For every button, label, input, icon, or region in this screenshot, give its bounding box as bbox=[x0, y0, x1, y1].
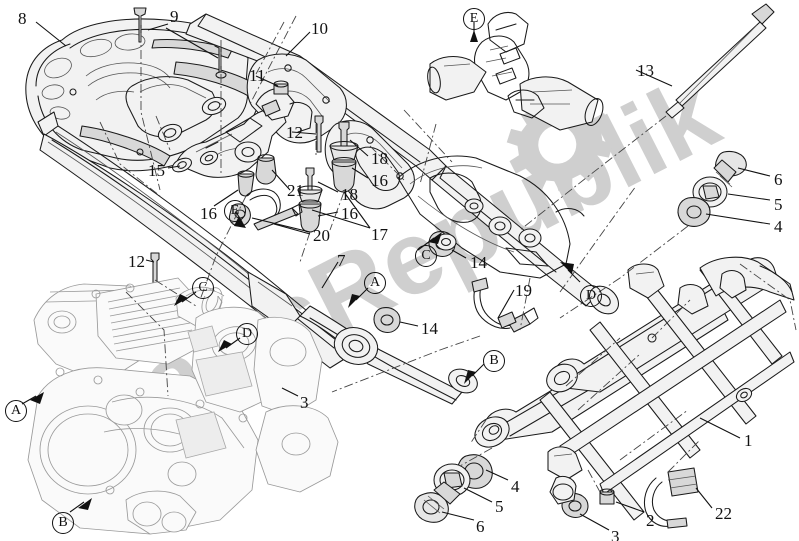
section-marker-c-center: C bbox=[415, 245, 437, 267]
callout-14a: 14 bbox=[470, 253, 487, 272]
callout-15: 15 bbox=[148, 161, 165, 180]
section-marker-c-left: C bbox=[192, 277, 214, 299]
part-21-bushing bbox=[255, 154, 277, 185]
part-1-rear-subframe bbox=[474, 256, 795, 521]
callout-5a: 5 bbox=[774, 195, 783, 214]
callout-21: 21 bbox=[287, 181, 304, 200]
callout-7: 7 bbox=[337, 251, 346, 270]
callout-5b: 5 bbox=[495, 497, 504, 516]
callout-8: 8 bbox=[18, 9, 27, 28]
detail-E-handlebar bbox=[427, 11, 604, 131]
callout-17: 17 bbox=[371, 225, 388, 244]
section-marker-a-center: A bbox=[364, 272, 386, 294]
callout-16b: 16 bbox=[200, 204, 217, 223]
section-marker-b-center: B bbox=[483, 350, 505, 372]
section-marker-arrows bbox=[21, 22, 581, 513]
callout-20: 20 bbox=[313, 226, 330, 245]
callout-11: 11 bbox=[249, 66, 266, 85]
callout-19: 19 bbox=[515, 281, 532, 300]
callout-18b: 18 bbox=[341, 185, 358, 204]
section-marker-e-top: E bbox=[463, 8, 485, 30]
callout-6b: 6 bbox=[476, 517, 485, 536]
section-marker-b-left: B bbox=[52, 512, 74, 534]
part-18-16-mount-upper bbox=[329, 121, 359, 193]
callout-14b: 14 bbox=[421, 319, 438, 338]
construction-lines bbox=[99, 15, 797, 493]
callout-9: 9 bbox=[170, 7, 179, 26]
callout-1: 1 bbox=[744, 431, 753, 450]
part-18-16-mount-lower bbox=[297, 167, 323, 233]
callout-4b: 4 bbox=[511, 477, 520, 496]
part-13-long-bolt bbox=[665, 3, 775, 119]
engine-mount-bracket bbox=[397, 155, 585, 279]
leader-lines bbox=[35, 21, 771, 531]
section-marker-e-mid: E bbox=[224, 200, 246, 222]
callout-16a: 16 bbox=[371, 171, 388, 190]
callout-12b: 12 bbox=[128, 252, 145, 271]
part-19-cable-guide bbox=[471, 277, 539, 333]
callout-18a: 18 bbox=[371, 149, 388, 168]
section-marker-d-left: D bbox=[236, 323, 258, 345]
callout-13: 13 bbox=[637, 61, 654, 80]
callout-4a: 4 bbox=[774, 217, 783, 236]
callout-16c: 16 bbox=[341, 204, 358, 223]
callout-3b: 3 bbox=[611, 527, 620, 541]
callout-2: 2 bbox=[646, 511, 655, 530]
part-22-clamp bbox=[643, 467, 699, 529]
callout-12a: 12 bbox=[286, 123, 303, 142]
section-marker-d-right: D bbox=[580, 285, 602, 307]
section-marker-a-left: A bbox=[5, 400, 27, 422]
part-8-tail-plate bbox=[25, 18, 261, 172]
hardware-stack-right bbox=[677, 151, 747, 227]
engine-assembly bbox=[27, 277, 339, 535]
cylinder-fins bbox=[107, 287, 195, 352]
callout-10: 10 bbox=[311, 19, 328, 38]
callout-22: 22 bbox=[715, 504, 732, 523]
hardware-stack-lower bbox=[414, 454, 493, 523]
callout-3a: 3 bbox=[300, 393, 309, 412]
callout-6a: 6 bbox=[774, 170, 783, 189]
